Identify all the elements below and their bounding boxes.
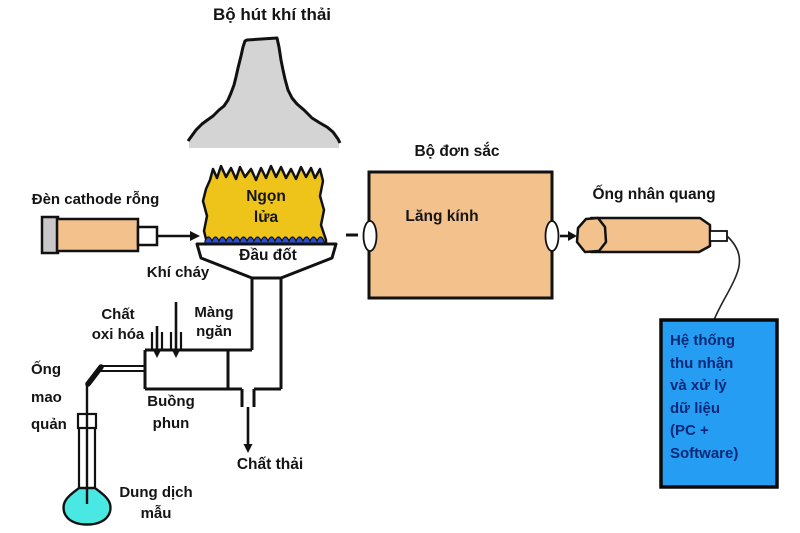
exit-slit bbox=[544, 220, 560, 252]
sample-label: Dung dịch mẫu bbox=[119, 484, 193, 522]
burner-label: Đầu đốt bbox=[239, 247, 297, 264]
photomultiplier-shape bbox=[575, 216, 728, 254]
hollow-cathode-lamp-shape bbox=[40, 215, 159, 255]
monochromator-box bbox=[367, 170, 554, 300]
exhaust-hood-shape bbox=[186, 36, 342, 148]
spray-chamber-label: Buồng phun bbox=[147, 393, 195, 432]
entrance-slit bbox=[362, 220, 378, 252]
prism-label: Lăng kính bbox=[405, 208, 479, 225]
data-system-box bbox=[659, 318, 779, 489]
exit-beam-arrow bbox=[560, 231, 577, 241]
sample-flask-shape bbox=[62, 486, 112, 526]
waste-label: Chất thải bbox=[236, 456, 304, 473]
fuel-gas-label: Khí cháy bbox=[146, 264, 210, 281]
inlet-tubes bbox=[150, 332, 183, 350]
membrane-arrow bbox=[171, 302, 181, 358]
oxidant-arrow bbox=[152, 326, 162, 358]
exhaust-hood-label: Bộ hút khí thải bbox=[212, 5, 332, 24]
monochromator-label: Bộ đơn sắc bbox=[414, 143, 500, 160]
data-system-label: Hệ thống thu nhận và xử lý dữ liệu (PC +… bbox=[670, 332, 739, 462]
capillary-label: Ống mao quản bbox=[31, 361, 67, 433]
flame-label: Ngọn lửa bbox=[246, 188, 286, 226]
lamp-beam-arrow bbox=[157, 231, 200, 241]
signal-wire bbox=[713, 235, 741, 321]
spray-chamber-outline bbox=[143, 278, 283, 407]
oxidant-label: Chất oxi hóa bbox=[91, 306, 145, 343]
capillary-tube-shape bbox=[62, 364, 145, 526]
lamp-label: Đèn cathode rỗng bbox=[31, 191, 160, 208]
waste-arrow bbox=[243, 407, 253, 453]
membrane-label: Màng ngăn bbox=[194, 304, 234, 340]
pmt-label: Ống nhân quang bbox=[592, 186, 716, 203]
